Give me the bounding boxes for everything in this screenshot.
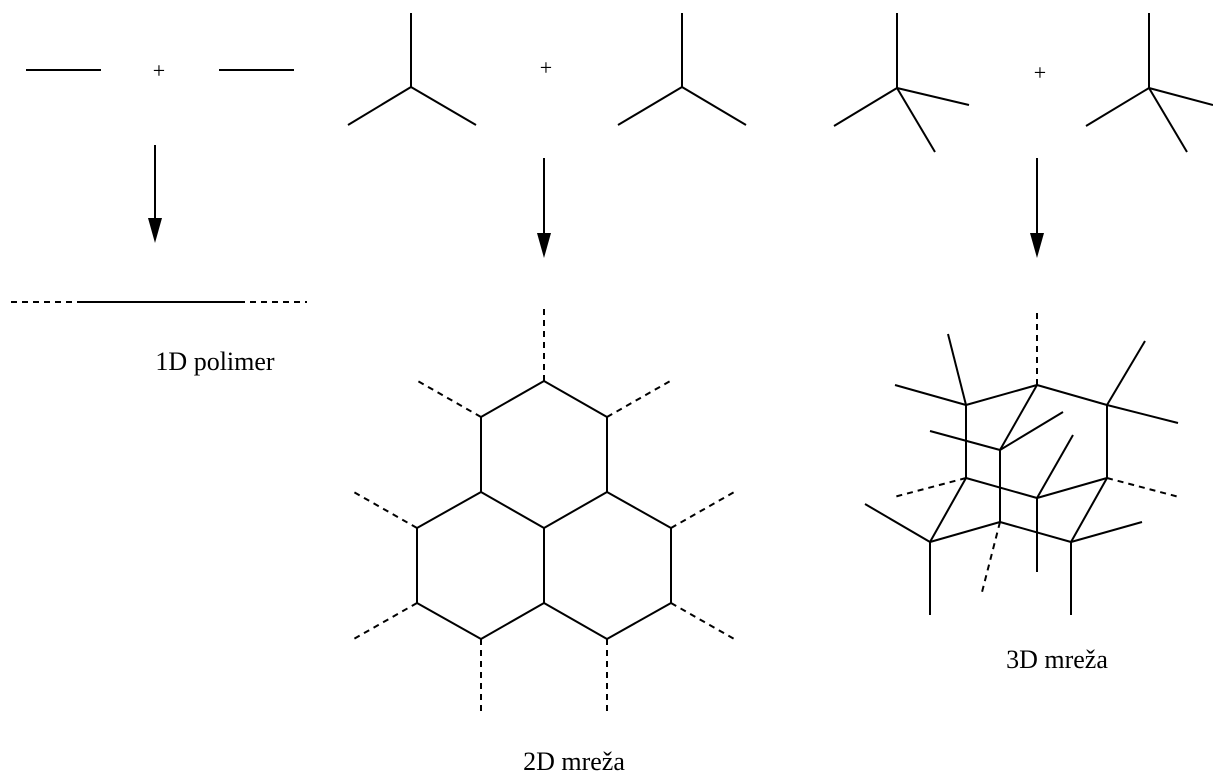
- column-1d: + 1D polimer: [11, 58, 307, 376]
- reaction-arrow-3d: [1030, 158, 1044, 258]
- label-2d-network: 2D mreža: [523, 747, 625, 771]
- column-3d: +: [833, 13, 1213, 674]
- plus-sign-2d: +: [540, 55, 552, 80]
- hexagonal-network-2d: [351, 306, 737, 715]
- plus-sign-3d: +: [1034, 60, 1046, 85]
- tetrahedral-network-3d: [864, 310, 1180, 615]
- monomer-trigonal-left: [347, 13, 477, 126]
- monomer-trigonal-right: [617, 13, 747, 126]
- monomer-tetrahedral-right: [1085, 13, 1213, 153]
- plus-sign-1d: +: [153, 58, 165, 83]
- column-2d: +: [347, 13, 747, 771]
- monomer-tetrahedral-left: [833, 13, 970, 153]
- reaction-arrow-2d: [537, 158, 551, 258]
- label-1d-polymer: 1D polimer: [155, 347, 274, 376]
- reaction-arrow-1d: [148, 145, 162, 243]
- label-3d-network: 3D mreža: [1006, 645, 1108, 674]
